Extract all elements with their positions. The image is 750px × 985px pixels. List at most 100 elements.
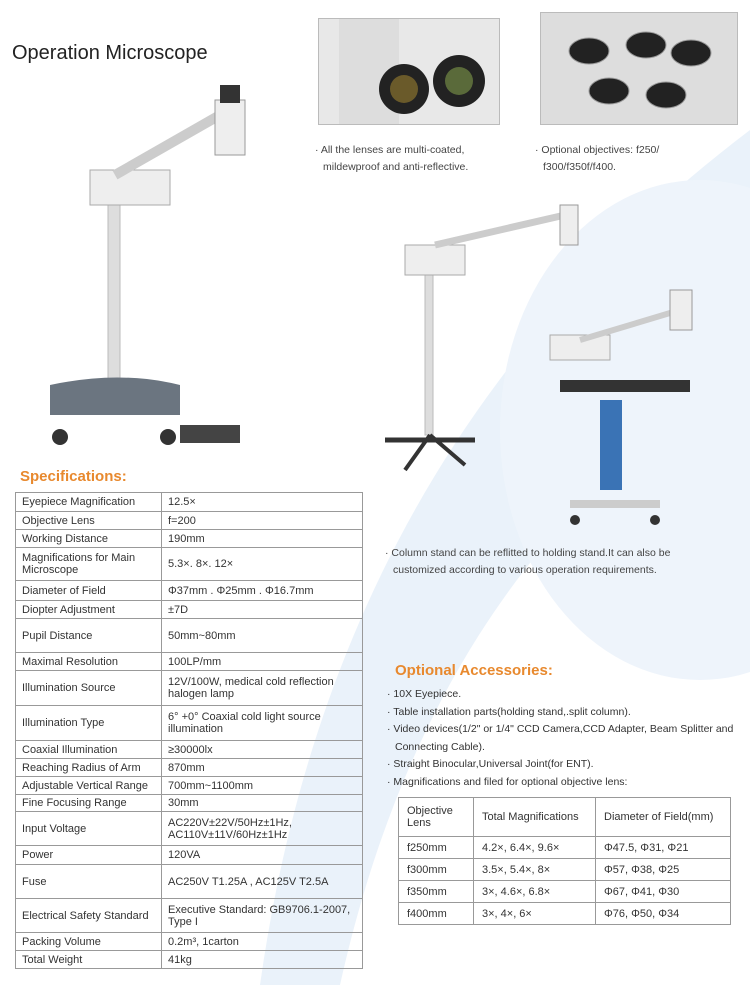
spec-value: 50mm~80mm xyxy=(161,618,363,653)
accessories-heading: Optional Accessories: xyxy=(395,662,553,679)
spec-value: 870mm xyxy=(161,758,363,777)
spec-row: Diopter Adjustment±7D xyxy=(15,600,363,619)
accessory-item: · 10X Eyepiece. xyxy=(387,688,462,700)
lens-cell: f250mm xyxy=(398,836,474,859)
spec-value: 6° +0° Coaxial cold light source illumin… xyxy=(161,705,363,741)
column-stand-microscope-image xyxy=(385,204,579,472)
lens-cell: Φ67, Φ41, Φ30 xyxy=(595,880,731,903)
spec-value: Φ37mm . Φ25mm . Φ16.7mm xyxy=(161,580,363,601)
spec-label: Coaxial Illumination xyxy=(15,740,162,759)
spec-label: Working Distance xyxy=(15,529,162,548)
specifications-heading: Specifications: xyxy=(20,468,127,485)
spec-value: 190mm xyxy=(161,529,363,548)
accessory-item: · Straight Binocular,Universal Joint(for… xyxy=(387,758,594,770)
spec-value: 100LP/mm xyxy=(161,652,363,671)
spec-label: Objective Lens xyxy=(15,511,162,530)
spec-label: Input Voltage xyxy=(15,811,162,846)
caption-column-stand: · Column stand can be reflitted to holdi… xyxy=(385,547,671,559)
caption-lenses: · All the lenses are multi-coated, xyxy=(315,144,465,156)
spec-row: Coaxial Illumination≥30000lx xyxy=(15,740,363,759)
spec-value: 30mm xyxy=(161,794,363,812)
lens-cell: Φ47.5, Φ31, Φ21 xyxy=(595,836,731,859)
spec-label: Maximal Resolution xyxy=(15,652,162,671)
caption-objectives-2: f300/f350f/f400. xyxy=(543,161,616,173)
spec-value: 12V/100W, medical cold reflection haloge… xyxy=(161,670,363,706)
objectives-photo xyxy=(540,12,738,125)
spec-label: Diameter of Field xyxy=(15,580,162,601)
lens-cell: f400mm xyxy=(398,902,474,925)
lens-header-cell: Diameter of Field(mm) xyxy=(595,797,731,837)
spec-label: Eyepiece Magnification xyxy=(15,492,162,512)
accessory-item: · Video devices(1/2" or 1/4" CCD Camera,… xyxy=(387,723,734,753)
caption-lenses-2: mildewproof and anti-reflective. xyxy=(323,161,469,173)
spec-label: Illumination Source xyxy=(15,670,162,706)
spec-label: Electrical Safety Standard xyxy=(15,898,162,933)
spec-label: Power xyxy=(15,845,162,865)
spec-label: Total Weight xyxy=(15,950,162,969)
lens-cell: f350mm xyxy=(398,880,474,903)
page-title: Operation Microscope xyxy=(12,42,208,64)
spec-value: 41kg xyxy=(161,950,363,969)
lens-cell: Φ57, Φ38, Φ25 xyxy=(595,858,731,881)
spec-value: 120VA xyxy=(161,845,363,865)
accessory-item: · Magnifications and filed for optional … xyxy=(387,775,628,788)
spec-value: ±7D xyxy=(161,600,363,619)
cart-stand-microscope-image xyxy=(549,289,693,525)
spec-label: Illumination Type xyxy=(15,705,162,741)
lens-cell: f300mm xyxy=(398,858,474,881)
spec-value: Executive Standard: GB9706.1-2007, Type … xyxy=(161,898,363,933)
spec-value: 12.5× xyxy=(161,492,363,512)
spec-label: Magnifications for Main Microscope xyxy=(15,547,162,581)
spec-label: Reaching Radius of Arm xyxy=(15,758,162,777)
lens-cell: 3×, 4.6×, 6.8× xyxy=(473,880,596,903)
eyepiece-photo xyxy=(318,18,500,125)
spec-value: f=200 xyxy=(161,511,363,530)
spec-label: Diopter Adjustment xyxy=(15,600,162,619)
accessory-item: · Table installation parts(holding stand… xyxy=(387,705,631,718)
lens-header-cell: Total Magnifications xyxy=(473,797,596,837)
lens-header-cell: Objective Lens xyxy=(398,797,474,837)
spec-label: Fine Focusing Range xyxy=(15,794,162,812)
caption-objectives: · Optional objectives: f250/ xyxy=(535,144,660,156)
lens-cell: 3×, 4×, 6× xyxy=(473,902,596,925)
spec-value: ≥30000lx xyxy=(161,740,363,759)
lens-cell: 4.2×, 6.4×, 9.6× xyxy=(473,836,596,859)
spec-label: Packing Volume xyxy=(15,932,162,951)
spec-value: 0.2m³, 1carton xyxy=(161,932,363,951)
spec-value: AC250V T1.25A , AC125V T2.5A xyxy=(161,864,363,899)
spec-label: Fuse xyxy=(15,864,162,899)
spec-label: Adjustable Vertical Range xyxy=(15,776,162,795)
lens-cell: Φ76, Φ50, Φ34 xyxy=(595,902,731,925)
spec-value: AC220V±22V/50Hz±1Hz, AC110V±11V/60Hz±1Hz xyxy=(161,811,363,846)
spec-label: Pupil Distance xyxy=(15,618,162,653)
floor-stand-microscope-image xyxy=(50,85,246,445)
caption-column-stand-2: customized according to various operatio… xyxy=(393,564,657,576)
lens-cell: 3.5×, 5.4×, 8× xyxy=(473,858,596,881)
spec-value: 5.3×. 8×. 12× xyxy=(161,547,363,581)
